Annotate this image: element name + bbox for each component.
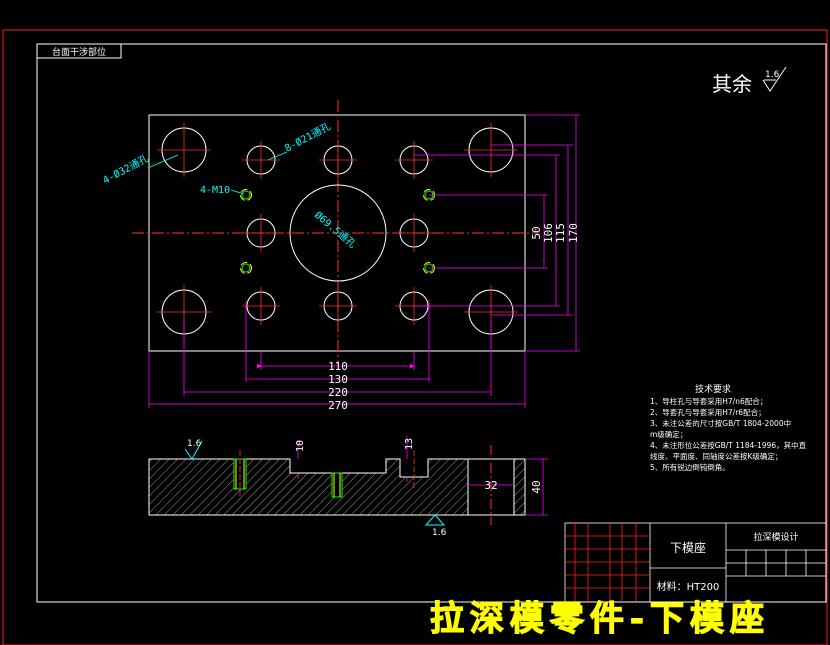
tech-req-item: 3、未注公差的尺寸按GB/T 1804-2000中	[650, 418, 791, 428]
leader-medium	[267, 151, 288, 161]
dim-v-106: 106	[542, 223, 555, 243]
thread-hole	[240, 262, 252, 274]
project-name: 拉深模设计	[753, 531, 798, 543]
tech-requirements: 技术要求 1、导柱孔与导套采用H7/n6配合； 2、导套孔与导套采用H7/r6配…	[650, 383, 807, 472]
dim-sec-32: 32	[484, 479, 497, 492]
center-bore	[289, 184, 387, 282]
material: 材料：HT200	[657, 580, 720, 593]
title-tag: 台面干涉部位	[52, 46, 106, 58]
thread-hole-inner	[241, 190, 251, 200]
thread-hole-inner	[241, 263, 251, 273]
tech-req-item: 5、所有锐边倒钝倒角。	[650, 462, 730, 472]
tech-req-item: 线度、平面度、同轴度公差按K级确定；	[650, 451, 782, 461]
banner-title: 拉深模零件-下模座	[430, 599, 770, 639]
top-view: 4-Ø32通孔 8-Ø21通孔 4-M10 Ø69.5通孔 110 130 22…	[101, 100, 580, 412]
thread-hole	[240, 189, 252, 201]
section-right-block	[513, 458, 526, 516]
roughness-symbol-icon	[762, 66, 787, 92]
title-block	[564, 522, 827, 603]
thread-section-mid	[331, 472, 343, 498]
label-medium-holes: 8-Ø21通孔	[283, 121, 333, 155]
tech-req-item: m级确定；	[650, 429, 687, 439]
inner-frame	[36, 43, 827, 603]
tech-req-title: 技术要求	[695, 383, 731, 395]
dims-horizontal	[148, 300, 526, 408]
roughness-top-value: 1.6	[187, 439, 202, 449]
dim-v-170: 170	[567, 223, 580, 243]
leader-large	[147, 154, 179, 169]
tech-req-item: 2、导套孔与导套采用H7/r6配合；	[650, 407, 766, 417]
dim-h-270: 270	[328, 399, 348, 412]
roughness-bottom-value: 1.6	[432, 528, 447, 538]
leader-thread	[230, 189, 245, 195]
tech-req-item: 1、导柱孔与导套采用H7/n6配合；	[650, 396, 767, 406]
roughness-top-icon	[184, 440, 203, 460]
dim-v-115: 115	[554, 223, 567, 243]
outer-frame	[2, 29, 828, 645]
section-body	[148, 458, 469, 516]
roughness-bottom-icon	[424, 514, 446, 526]
surface-note-text: 其余	[712, 72, 752, 96]
dim-h-110: 110	[328, 360, 348, 373]
tech-req-item: 4、未注形位公差按GB/T 1184-1996，其中直	[650, 440, 807, 450]
label-center-bore: Ø69.5通孔	[312, 209, 358, 250]
title-tag-box	[36, 43, 122, 59]
part-name: 下模座	[670, 540, 706, 555]
dim-h-220: 220	[328, 386, 348, 399]
dim-h-130: 130	[328, 373, 348, 386]
surface-note-value: 1.6	[765, 70, 780, 80]
section-dims	[297, 436, 548, 516]
dims-vertical	[414, 114, 580, 352]
dim-sec-13: 13	[404, 438, 415, 450]
dim-sec-10: 10	[295, 440, 306, 452]
label-thread-holes: 4-M10	[200, 185, 230, 196]
label-large-holes: 4-Ø32通孔	[101, 153, 151, 187]
dim-sec-40: 40	[530, 480, 543, 493]
section-view: 10 13 32 40 1.6 1.6	[148, 436, 548, 538]
dim-v-50: 50	[530, 226, 543, 239]
